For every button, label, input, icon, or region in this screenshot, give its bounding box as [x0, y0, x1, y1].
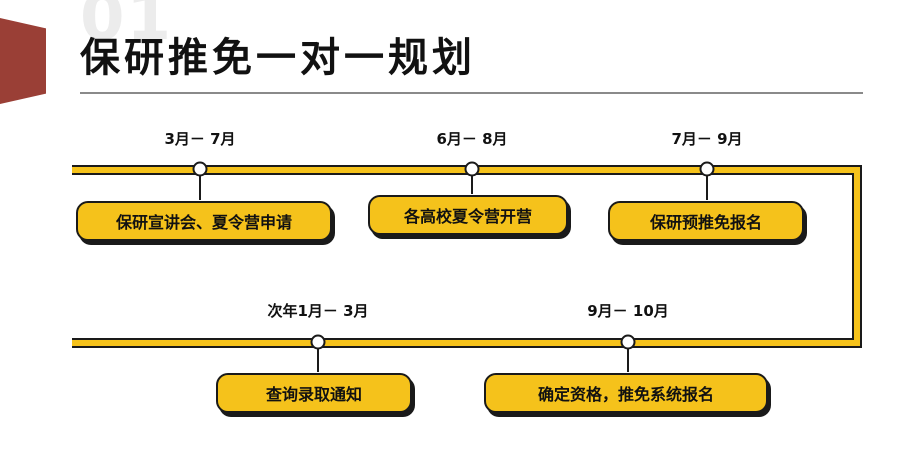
date-label: 9月－ 10月 [587, 302, 669, 320]
timeline-track-fill [72, 167, 860, 346]
date-label: 次年1月－ 3月 [267, 302, 369, 320]
timeline-node [310, 334, 326, 350]
date-label: 7月－ 9月 [671, 130, 743, 148]
milestone-box: 确定资格，推免系统报名 [484, 373, 768, 413]
accent-bar [0, 18, 46, 104]
timeline-node [620, 334, 636, 350]
milestone-box: 查询录取通知 [216, 373, 412, 413]
timeline-node [192, 161, 208, 177]
title-divider [80, 92, 863, 94]
timeline-node [699, 161, 715, 177]
page-title: 保研推免一对一规划 [80, 35, 476, 81]
timeline-node [464, 161, 480, 177]
milestone-box: 保研宣讲会、夏令营申请 [76, 201, 332, 241]
milestone-box: 各高校夏令营开营 [368, 195, 568, 235]
section-number: 01 [80, 0, 174, 55]
date-label: 3月－ 7月 [164, 130, 236, 148]
date-label: 6月－ 8月 [436, 130, 508, 148]
milestone-box: 保研预推免报名 [608, 201, 804, 241]
